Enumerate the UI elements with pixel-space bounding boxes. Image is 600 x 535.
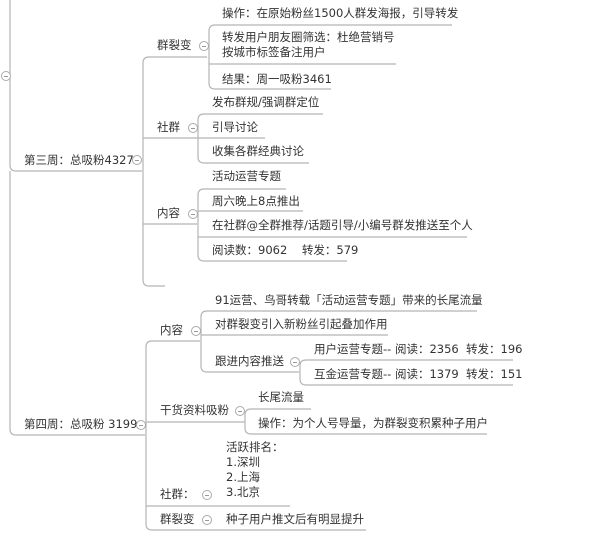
root-line [9,0,145,436]
week4-node[interactable]: 第四周：总吸粉 3199 [24,417,138,431]
collapse-week4-icon[interactable] [136,420,146,430]
w4-content-bracket [200,310,477,373]
week4-bracket [145,340,366,531]
w4-drygoods-node[interactable]: 干货资料吸粉 [160,403,229,417]
w4-community-item[interactable]: 3.北京 [226,485,260,499]
collapse-w3-content-icon[interactable] [188,209,198,219]
w3-fission-item[interactable]: 按城市标签备注用户 [222,45,326,59]
week3-bracket [142,56,265,287]
w4-community-item[interactable]: 1.深圳 [226,455,260,469]
w3-fission-item[interactable]: 转发用户朋友圈筛选：杜绝营销号 [222,30,395,44]
w3-fission-item[interactable]: 结果：周一吸粉3461 [222,72,332,86]
collapse-w4-fission-icon[interactable] [202,515,212,525]
w4-drygoods-item[interactable]: 操作：为个人号导量，为群裂变积累种子用户 [258,416,488,430]
w3-content-item[interactable]: 阅读数：9062 转发：579 [212,243,359,257]
w4-followup-item[interactable]: 互金运营专题-- 阅读：1379 转发：151 [314,367,523,381]
w4-content-node[interactable]: 内容 [160,323,183,337]
w3-community-bracket [197,113,323,164]
w3-community-item[interactable]: 发布群规/强调群定位 [212,95,320,109]
w4-fission-node[interactable]: 群裂变 [160,512,195,526]
w4-drygoods-bracket [244,408,487,435]
w4-drygoods-item[interactable]: 长尾流量 [258,390,304,404]
collapse-w3-community-icon[interactable] [188,123,198,133]
w3-content-node[interactable]: 内容 [157,206,180,220]
w4-community-node[interactable]: 社群： [160,487,195,501]
w4-followup-bracket [299,359,513,386]
w4-content-item[interactable]: 对群裂变引入新粉丝引起叠加作用 [215,317,388,331]
w3-content-item[interactable]: 周六晚上8点推出 [212,194,300,208]
w3-fission-bracket [208,24,452,90]
w3-content-bracket [197,188,467,262]
w3-community-node[interactable]: 社群 [157,120,180,134]
collapse-w3-fission-icon[interactable] [199,41,209,51]
collapse-w4-drygoods-icon[interactable] [235,406,245,416]
collapse-root-icon[interactable] [1,71,11,81]
collapse-w4-content-icon[interactable] [191,326,201,336]
w3-community-item[interactable]: 收集各群经典讨论 [212,144,304,158]
w4-fission-item[interactable]: 种子用户推文后有明显提升 [226,512,364,526]
collapse-w4-followup-icon[interactable] [290,357,300,367]
week3-node[interactable]: 第三周：总吸粉4327 [24,153,134,167]
w4-content-item[interactable]: 91运营、鸟哥转载「活动运营专题」带来的长尾流量 [215,293,483,307]
w3-fission-node[interactable]: 群裂变 [157,38,192,52]
w3-community-item[interactable]: 引导讨论 [212,120,258,134]
w3-fission-item[interactable]: 操作：在原始粉丝1500人群发海报，引导转发 [222,6,459,20]
w4-community-item[interactable]: 活跃排名： [226,440,284,454]
w4-community-item[interactable]: 2.上海 [226,470,260,484]
w4-followup-item[interactable]: 用户运营专题-- 阅读：2356 转发：196 [314,342,523,356]
collapse-week3-icon[interactable] [132,155,142,165]
w3-content-item[interactable]: 在社群@全群推荐/话题引导/小编号群发推送至个人 [212,218,473,232]
collapse-w4-community-icon[interactable] [202,490,212,500]
w3-content-item[interactable]: 活动运营专题 [212,169,281,183]
w4-content-item[interactable]: 跟进内容推送 [215,354,284,368]
